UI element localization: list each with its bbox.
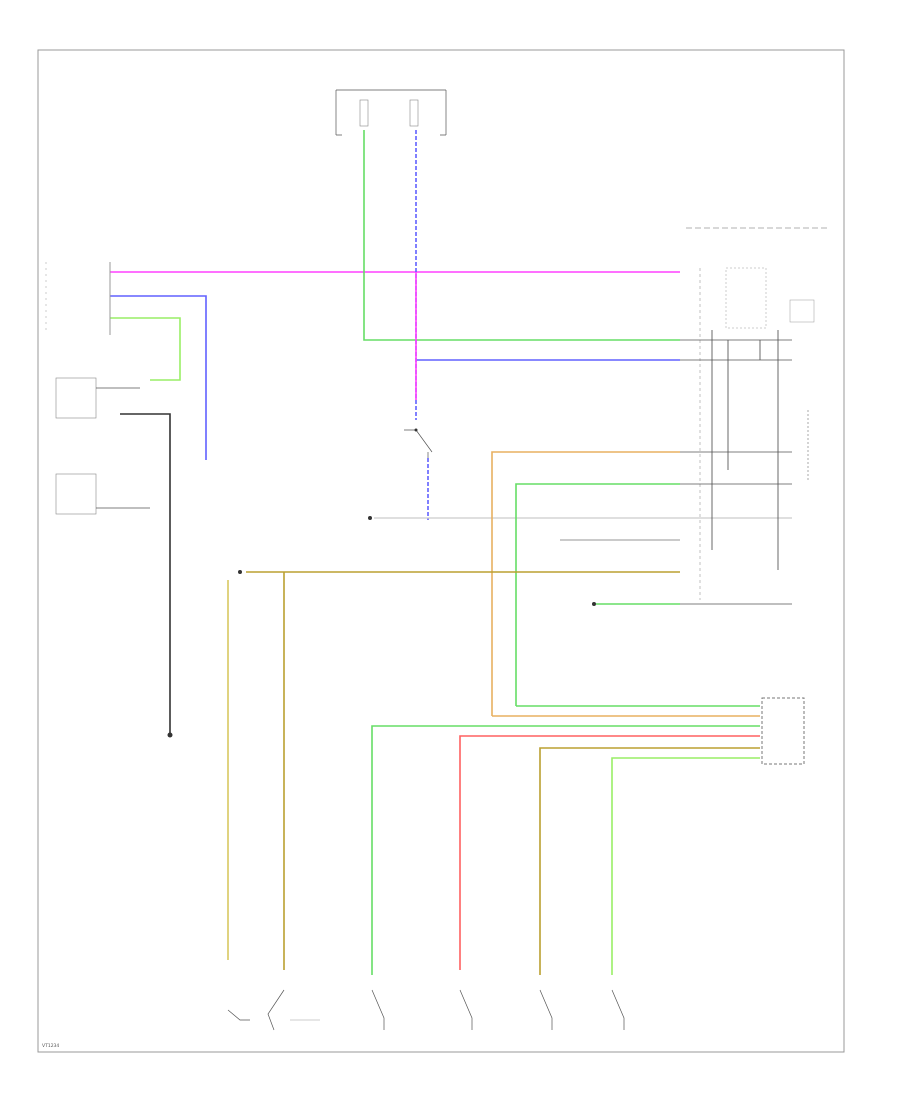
key-reminder-switch	[404, 428, 433, 458]
wire-green-door1	[371, 725, 760, 975]
wire-black-ground	[120, 413, 171, 735]
wire-blue-left	[110, 295, 207, 460]
instrument-cluster	[680, 267, 815, 605]
wire-orange	[491, 451, 680, 716]
diagram-frame	[37, 49, 845, 1053]
wire-green-vertical	[363, 130, 680, 341]
wire-green-left	[110, 317, 181, 381]
srs-module-box	[761, 697, 805, 765]
wire-ltgreen	[515, 483, 680, 706]
wire-ltgreen-door	[611, 757, 760, 975]
fuse-connectors	[335, 89, 447, 136]
wire-red-door	[459, 735, 760, 970]
ref-code: VT1234	[42, 1043, 59, 1049]
left-switches	[55, 377, 150, 515]
wire-yellow-door	[539, 747, 760, 975]
door-switches	[227, 989, 625, 1031]
